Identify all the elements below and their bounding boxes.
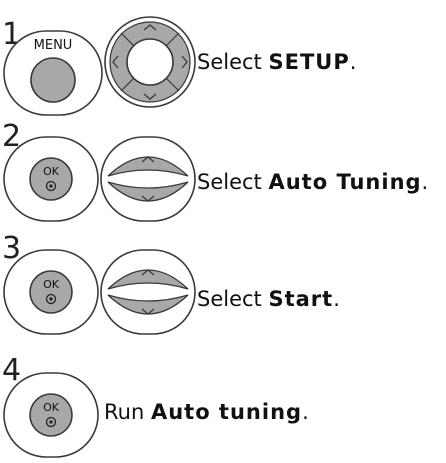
- step-4: 4 OK Run Auto tuning.: [0, 350, 446, 463]
- ok-button-label: OK: [43, 165, 59, 178]
- nav-pad-up-down[interactable]: [100, 249, 196, 335]
- ok-button[interactable]: OK: [3, 249, 99, 335]
- down-arrow-icon: [141, 195, 155, 202]
- step-number: 4: [2, 353, 22, 388]
- left-arrow-icon: [112, 55, 119, 69]
- nav-pad-four-way[interactable]: [104, 16, 196, 108]
- menu-item-name: Auto Tuning: [268, 170, 422, 194]
- ok-dot-icon: [45, 293, 57, 305]
- menu-button-label: MENU: [33, 38, 73, 53]
- menu-item-name: Auto tuning: [150, 400, 303, 424]
- step-instruction: Select Auto Tuning.: [197, 170, 429, 194]
- menu-item-name: SETUP: [268, 50, 350, 74]
- step-3: 3 OK Select Start.: [0, 230, 446, 340]
- up-arrow-icon: [143, 24, 157, 31]
- step-1: 1 MENU Select SETUP.: [0, 0, 446, 120]
- up-arrow-icon: [141, 156, 155, 163]
- nav-pad-up-down[interactable]: [100, 136, 196, 222]
- step-number: 3: [2, 231, 22, 266]
- down-arrow-icon: [141, 308, 155, 315]
- step-number: 2: [2, 119, 22, 154]
- step-number: 1: [2, 17, 22, 52]
- menu-item-name: Start: [268, 287, 334, 311]
- ok-button[interactable]: OK: [3, 372, 99, 458]
- step-2: 2 OK Select Auto Tuning.: [0, 120, 446, 230]
- step-instruction: Run Auto tuning.: [104, 400, 309, 424]
- up-arrow-icon: [141, 269, 155, 276]
- step-instruction: Select Start.: [197, 287, 340, 311]
- step-instruction: Select SETUP.: [197, 50, 357, 74]
- right-arrow-icon: [181, 55, 188, 69]
- ok-button[interactable]: OK: [3, 136, 99, 222]
- menu-button[interactable]: MENU: [3, 30, 103, 116]
- ok-dot-icon: [45, 416, 57, 428]
- ok-button-label: OK: [43, 278, 59, 291]
- ok-dot-icon: [45, 180, 57, 192]
- ok-button-label: OK: [43, 401, 59, 414]
- down-arrow-icon: [143, 93, 157, 100]
